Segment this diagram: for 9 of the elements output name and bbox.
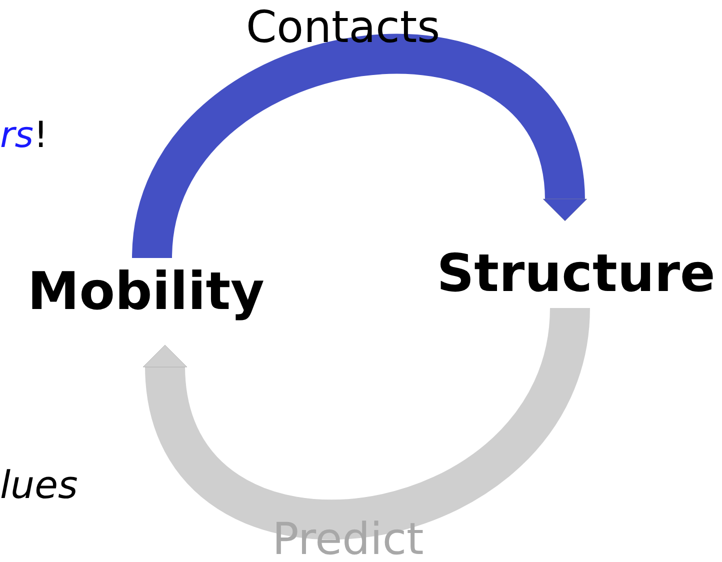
text-fragment: lues (0, 466, 78, 504)
curved-arrow (132, 34, 587, 261)
text-fragment: ! (34, 118, 48, 154)
edge-label: Predict (272, 518, 424, 562)
node-label: Structure (432, 240, 720, 308)
edge-label: Contacts (246, 6, 440, 50)
node-label: Mobility (20, 258, 272, 326)
curved-arrow (143, 305, 590, 540)
text-fragment: rs (0, 118, 34, 154)
